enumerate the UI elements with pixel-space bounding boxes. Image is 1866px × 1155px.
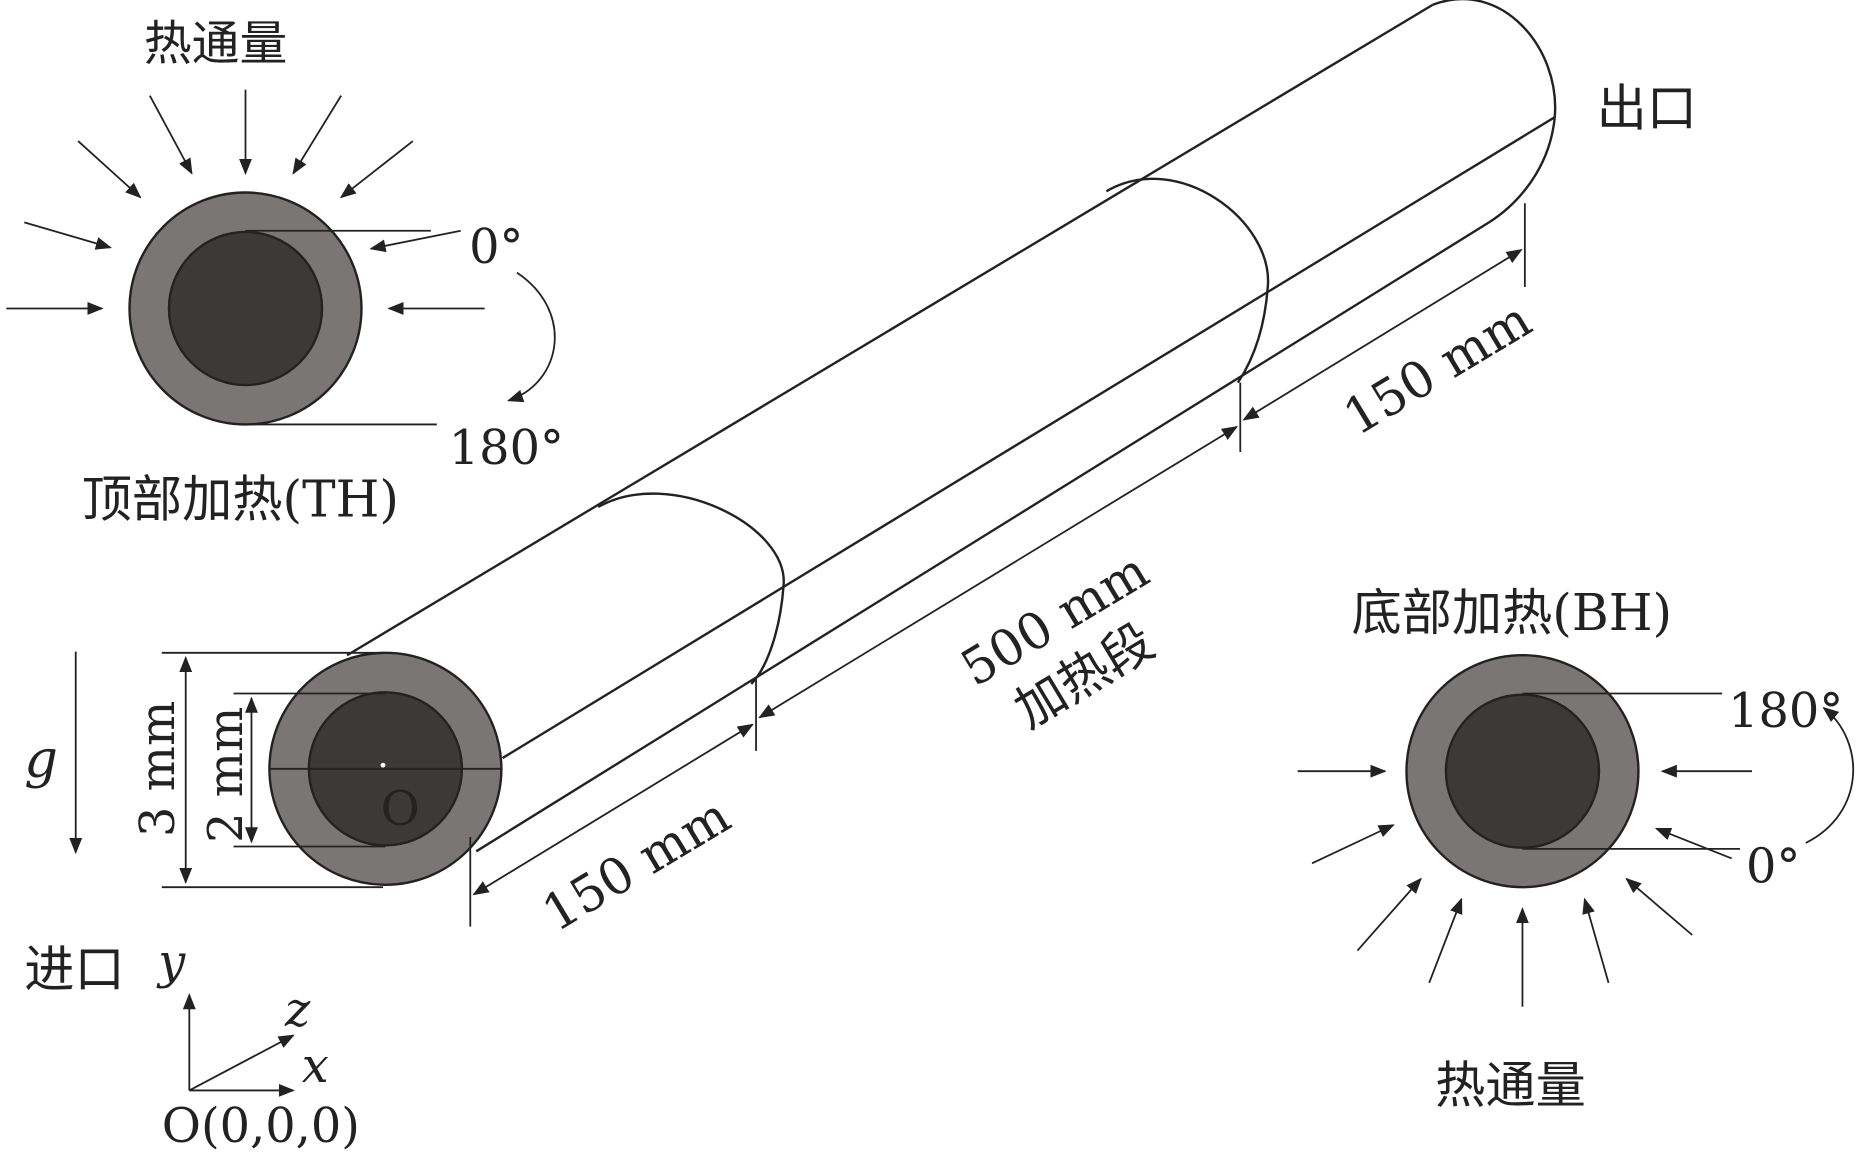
inner-diameter-label: 2 mm (199, 707, 254, 843)
top-heating-cross-section: 热通量 0° 180° 顶部加热(TH) (6, 17, 564, 529)
heated-section-end (1105, 177, 1270, 384)
heat-flux-arrows-bottom (1297, 764, 1753, 1007)
heat-flux-arrows-top (6, 89, 485, 315)
center-label: O (381, 782, 420, 837)
bottom-heating-cross-section: 底部加热(BH) 180° 0° 热通量 (1297, 583, 1854, 1114)
heated-section-start (597, 492, 785, 685)
angle-180-bottom: 180° (1728, 684, 1843, 739)
inlet-length-label: 150 mm (532, 786, 740, 943)
axis-y-label: y (156, 935, 186, 990)
coordinate-axes: 进口 y z x O(0,0,0) (24, 935, 360, 1154)
pipe-outlet-end (1432, 0, 1557, 224)
rotation-arrow-icon (507, 271, 556, 403)
outlet-length-label: 150 mm (1333, 290, 1541, 447)
angle-180-top: 180° (449, 421, 564, 476)
bottom-heating-label: 底部加热(BH) (1351, 583, 1672, 642)
axis-x-label: x (302, 1039, 329, 1094)
origin-label: O(0,0,0) (162, 1099, 360, 1154)
angle-0-bottom: 0° (1746, 839, 1800, 894)
rotation-arrow-icon (1805, 706, 1854, 844)
inlet-label: 进口 (24, 939, 124, 998)
diameter-dimensions: 3 mm 2 mm g (24, 651, 386, 889)
outer-diameter-label: 3 mm (131, 701, 186, 837)
angle-0-top: 0° (469, 220, 523, 275)
heat-flux-label-top: 热通量 (144, 17, 287, 72)
axis-z-label: z (284, 983, 311, 1038)
outlet-label: 出口 (1597, 79, 1697, 138)
top-heating-label: 顶部加热(TH) (82, 470, 399, 529)
heat-flux-label-bottom: 热通量 (1435, 1055, 1586, 1114)
gravity-label: g (24, 729, 58, 790)
